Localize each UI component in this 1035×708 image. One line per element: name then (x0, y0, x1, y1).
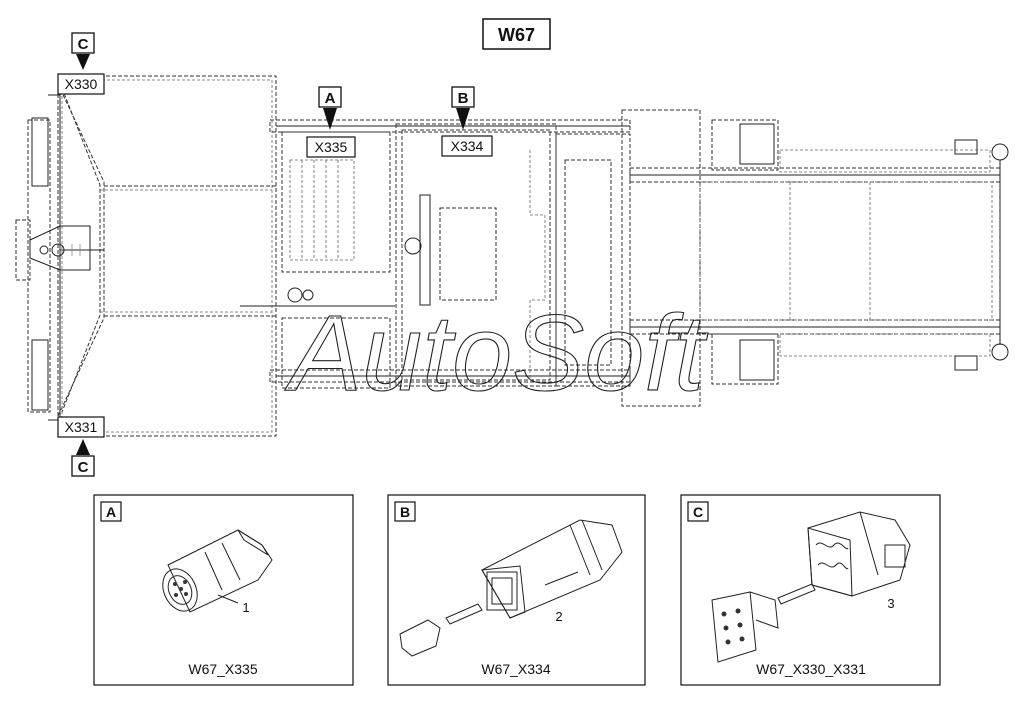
receptacle-connector-icon (711, 511, 911, 663)
panel-letter: C (693, 504, 703, 520)
watermark-text: AutoSoft (284, 292, 708, 413)
pointer-arrow-icon (76, 439, 90, 455)
panel-caption: W67_X330_X331 (756, 661, 866, 677)
panel-caption: W67_X334 (481, 661, 550, 677)
chassis-drawing (15, 75, 1009, 437)
panel-caption: W67_X335 (188, 661, 257, 677)
callout-letter: C (78, 36, 89, 53)
rectangular-connector-icon (399, 519, 623, 657)
detail-panel-b: B 2 W67_X334 (387, 494, 646, 686)
pointer-arrow-icon (323, 108, 337, 130)
panel-letter: B (400, 504, 410, 520)
connector-code: X330 (65, 76, 98, 92)
callout-c-top: C X330 (57, 32, 105, 95)
diagram-title: W67 (482, 18, 551, 50)
connector-code: X335 (315, 139, 348, 155)
callout-a: A X335 (306, 86, 356, 158)
connector-code: X331 (65, 419, 98, 435)
connector-code: X334 (451, 138, 484, 154)
detail-panel-c: C 3 W67_X330_X331 (680, 494, 941, 686)
panel-letter: A (106, 504, 116, 520)
pointer-arrow-icon (456, 108, 470, 130)
callout-b: B X334 (441, 86, 493, 157)
callout-letter: C (78, 459, 89, 476)
callout-letter: A (325, 90, 336, 107)
pointer-arrow-icon (76, 54, 90, 70)
round-connector-icon (162, 529, 273, 613)
part-number: 3 (887, 596, 894, 611)
part-number: 1 (242, 600, 249, 615)
detail-panel-a: A 1 W67_X335 (93, 494, 354, 686)
callout-letter: B (458, 90, 469, 107)
title-text: W67 (498, 25, 535, 45)
part-number: 2 (555, 609, 562, 624)
callout-c-bottom: X331 C (57, 416, 105, 477)
